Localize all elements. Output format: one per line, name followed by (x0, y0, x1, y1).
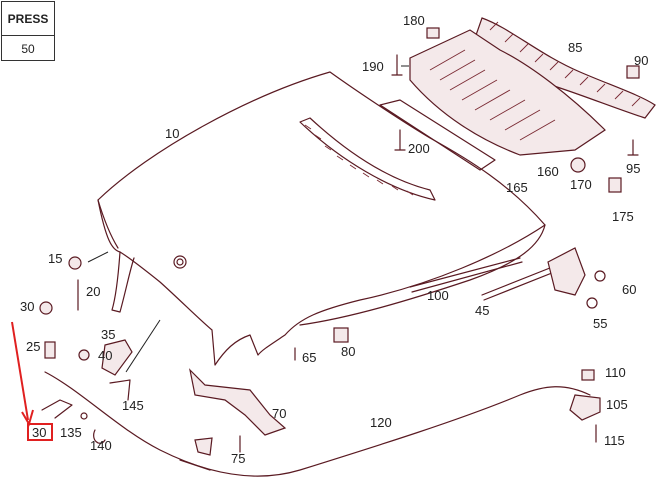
latch-35-icon (101, 339, 133, 376)
press-badge-number: 50 (21, 42, 35, 56)
fasteners (39, 27, 640, 456)
press-badge: PRESS 50 (1, 1, 55, 61)
callout-170[interactable]: 170 (570, 177, 592, 192)
nut-40-icon (78, 349, 90, 361)
callout-15[interactable]: 15 (48, 251, 62, 266)
callout-55[interactable]: 55 (593, 316, 607, 331)
callout-115[interactable]: 115 (604, 433, 625, 448)
bracket-icon (194, 437, 213, 456)
callout-200[interactable]: 200 (408, 141, 430, 156)
highlight-box (27, 423, 53, 441)
screw-95-icon (627, 139, 639, 156)
callout-25[interactable]: 25 (26, 339, 40, 354)
callout-160[interactable]: 160 (537, 164, 559, 179)
highlight-indicator (11, 321, 53, 441)
callout-35[interactable]: 35 (101, 327, 115, 342)
hood-part[interactable] (97, 71, 546, 366)
latch-bracket-part[interactable] (189, 368, 287, 436)
callout-20[interactable]: 20 (86, 284, 100, 299)
clip-110-icon (581, 369, 595, 381)
lever-145-icon (109, 379, 131, 401)
clip-180-icon (426, 27, 440, 39)
cowl-part[interactable] (379, 29, 606, 171)
callout-70[interactable]: 70 (272, 406, 286, 421)
callout-145[interactable]: 145 (122, 398, 144, 413)
callout-80[interactable]: 80 (341, 344, 355, 359)
callout-105[interactable]: 105 (606, 397, 628, 412)
callout-10[interactable]: 10 (165, 126, 179, 141)
bolt-30-icon (39, 301, 53, 315)
callout-30[interactable]: 30 (20, 299, 34, 314)
callout-75[interactable]: 75 (231, 451, 245, 466)
block-80-icon (333, 327, 349, 343)
callout-95[interactable]: 95 (626, 161, 640, 176)
release-cable-part[interactable] (44, 371, 591, 477)
callout-110[interactable]: 110 (605, 365, 626, 380)
callout-180[interactable]: 180 (403, 13, 425, 28)
clip-175-icon (608, 177, 622, 193)
callout-140[interactable]: 140 (90, 438, 112, 453)
callout-40[interactable]: 40 (98, 348, 112, 363)
callout-135[interactable]: 135 (60, 425, 82, 440)
clip-140-icon (93, 429, 106, 444)
spring-130-icon (41, 399, 73, 419)
screw-190-icon (391, 54, 403, 76)
callout-labels: 10 15 20 25 30 30 35 40 45 55 60 65 70 7… (20, 13, 648, 466)
callout-175[interactable]: 175 (612, 209, 634, 224)
callout-190[interactable]: 190 (362, 59, 384, 74)
callout-45[interactable]: 45 (475, 303, 489, 318)
callout-65[interactable]: 65 (302, 350, 316, 365)
ball-135-icon (80, 412, 88, 420)
clip-90-icon (626, 65, 640, 79)
hinge-part[interactable] (547, 247, 606, 309)
callout-120[interactable]: 120 (370, 415, 392, 430)
screw-200-icon (394, 129, 406, 151)
callout-30-highlighted[interactable]: 30 (32, 425, 46, 440)
press-badge-label: PRESS (7, 12, 49, 26)
press-badge-divider (2, 35, 54, 36)
callout-85[interactable]: 85 (568, 40, 582, 55)
callout-90[interactable]: 90 (634, 53, 648, 68)
callout-165[interactable]: 165 (506, 180, 528, 195)
callout-100[interactable]: 100 (427, 288, 449, 303)
bumper-15-icon (68, 256, 82, 270)
clip-25-icon (44, 341, 56, 359)
release-handle-part[interactable] (569, 394, 601, 421)
grommet-170-icon (570, 157, 586, 173)
callout-60[interactable]: 60 (622, 282, 636, 297)
leader-lines (87, 65, 409, 373)
